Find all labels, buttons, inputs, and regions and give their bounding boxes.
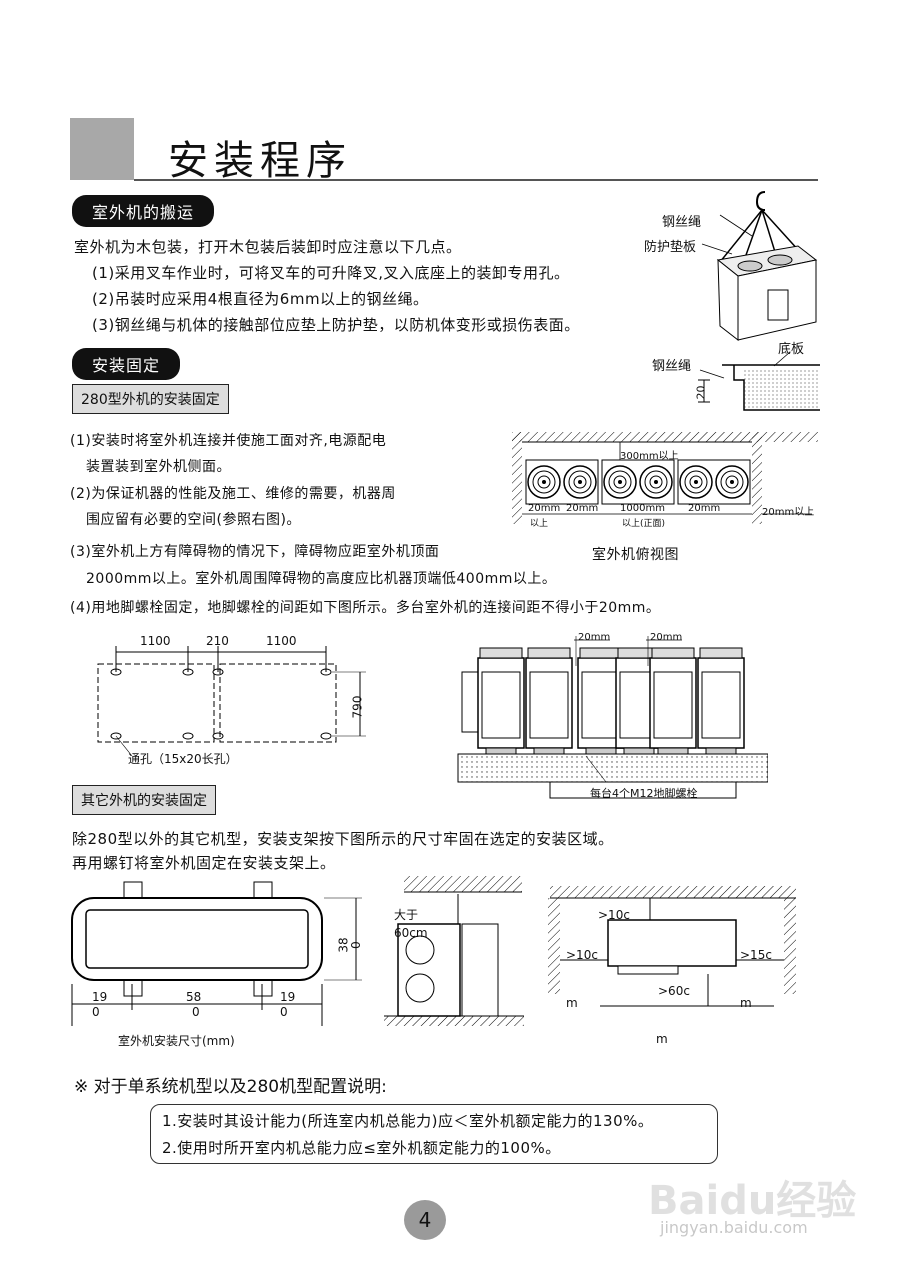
wall-label-2: 60cm — [394, 926, 428, 940]
clear-top: >10c — [598, 908, 630, 922]
page-number: 4 — [418, 1208, 432, 1232]
section2-line-3: (2)为保证机器的性能及施工、维修的需要，机器周 — [70, 486, 396, 502]
bolt-dim-3: 1100 — [266, 634, 297, 648]
bolt-height: 790 — [350, 695, 365, 719]
topview-dim-left: 20mm — [528, 503, 561, 514]
topview-dim-front: 1000mm — [620, 503, 665, 514]
bolt-hole-label: 通孔（15x20长孔） — [128, 752, 238, 766]
rope-label: 钢丝绳 — [662, 215, 702, 230]
units-gap-2: 20mm — [650, 632, 683, 643]
page-title: 安装程序 — [168, 138, 352, 184]
bracket-w2b: 0 — [192, 1005, 200, 1019]
bolt-dim-2: 210 — [206, 634, 229, 648]
topview-caption: 室外机俯视图 — [592, 547, 679, 563]
bracket-w1b: 0 — [92, 1005, 100, 1019]
header-block — [70, 118, 134, 180]
section2-line-1: (1)安装时将室外机连接并使施工面对齐,电源配电 — [70, 433, 387, 449]
section3-line-2: 再用螺钉将室外机固定在安装支架上。 — [72, 854, 336, 872]
topview-dim-mid-l: 20mm — [566, 503, 599, 514]
pad-label: 防护垫板 — [644, 240, 697, 255]
units-gap-1: 20mm — [578, 632, 611, 643]
topview-dim-mid-r: 20mm — [688, 503, 721, 514]
section2-line-2: 装置装到室外机侧面。 — [86, 459, 231, 475]
bracket-w3b: 0 — [280, 1005, 288, 1019]
bracket-w2: 58 — [186, 990, 202, 1004]
topview-dim-top: 300mm以上 — [620, 451, 679, 462]
clear-bottom: >60c — [658, 984, 690, 998]
section1-item-3: (3)钢丝绳与机体的接触部位应垫上防护垫，以防机体变形或损伤表面。 — [92, 316, 580, 334]
clear-left: >10c — [566, 948, 598, 962]
watermark-url: jingyan.baidu.com — [660, 1218, 808, 1237]
topview-dim-left-sub: 以上 — [530, 519, 549, 529]
top-view-figure — [512, 432, 818, 524]
wall-label-1: 大于 — [394, 908, 419, 922]
bracket-w3: 19 — [280, 990, 296, 1004]
bracket-figure — [71, 881, 362, 1026]
multi-unit-figure — [457, 636, 768, 799]
bracket-w1: 19 — [92, 990, 108, 1004]
note-title: ※ 对于单系统机型以及280机型配置说明: — [74, 1077, 387, 1097]
section2-line-7: (4)用地脚螺栓固定，地脚螺栓的间距如下图所示。多台室外机的连接间距不得小于20… — [70, 600, 661, 616]
section-pill-fixing: 安装固定 — [72, 348, 181, 380]
dim-20-label: 20 — [694, 385, 708, 400]
wall-mount-figure — [384, 876, 524, 1026]
units-caption: 每台4个M12地脚螺栓 — [590, 787, 698, 800]
subheading-other: 其它外机的安装固定 — [72, 785, 216, 815]
bolt-layout-figure — [97, 646, 366, 757]
section2-line-6: 2000mm以上。室外机周围障碍物的高度应比机器顶端低400mm以上。 — [86, 571, 557, 587]
section1-intro: 室外机为木包装，打开木包装后装卸时应注意以下几点。 — [74, 238, 462, 256]
topview-dim-right: 20mm以上 — [762, 507, 815, 518]
section1-item-1: (1)采用叉车作业时，可将叉车的可升降叉,叉入底座上的装卸专用孔。 — [92, 264, 570, 282]
bracket-caption: 室外机安装尺寸(mm) — [118, 1034, 235, 1048]
watermark-logo-text: Baidu经验 — [648, 1178, 857, 1224]
section-pill-transport: 室外机的搬运 — [72, 195, 215, 227]
clear-m2: m — [740, 996, 752, 1010]
page-number-badge — [404, 1200, 446, 1240]
note-box — [150, 1104, 718, 1164]
clear-right: >15c — [740, 948, 772, 962]
section2-line-4: 围应留有必要的空间(参照右图)。 — [86, 512, 301, 528]
subheading-280: 280型外机的安装固定 — [72, 384, 229, 414]
clearance-figure — [548, 886, 796, 1007]
note-item-1: 1.安装时其设计能力(所连室内机总能力)应＜室外机额定能力的130%。 — [162, 1112, 654, 1130]
bolt-dim-1: 1100 — [140, 634, 171, 648]
section2-line-5: (3)室外机上方有障碍物的情况下，障碍物应距室外机顶面 — [70, 544, 440, 560]
crane-lift-figure — [698, 191, 820, 411]
clear-m1: m — [566, 996, 578, 1010]
rope-label-2: 钢丝绳 — [652, 359, 692, 374]
header-rule — [134, 179, 818, 181]
section3-line-1: 除280型以外的其它机型，安装支架按下图所示的尺寸牢固在选定的安装区域。 — [72, 830, 614, 848]
section1-item-2: (2)吊装时应采用4根直径为6mm以上的钢丝绳。 — [92, 290, 429, 308]
bracket-h2: 0 — [348, 941, 363, 949]
topview-dim-front-sub: 以上(正面) — [622, 519, 666, 529]
clear-m3: m — [656, 1032, 668, 1046]
base-label: 底板 — [778, 342, 805, 357]
note-item-2: 2.使用时所开室内机总能力应≤室外机额定能力的100%。 — [162, 1139, 561, 1157]
